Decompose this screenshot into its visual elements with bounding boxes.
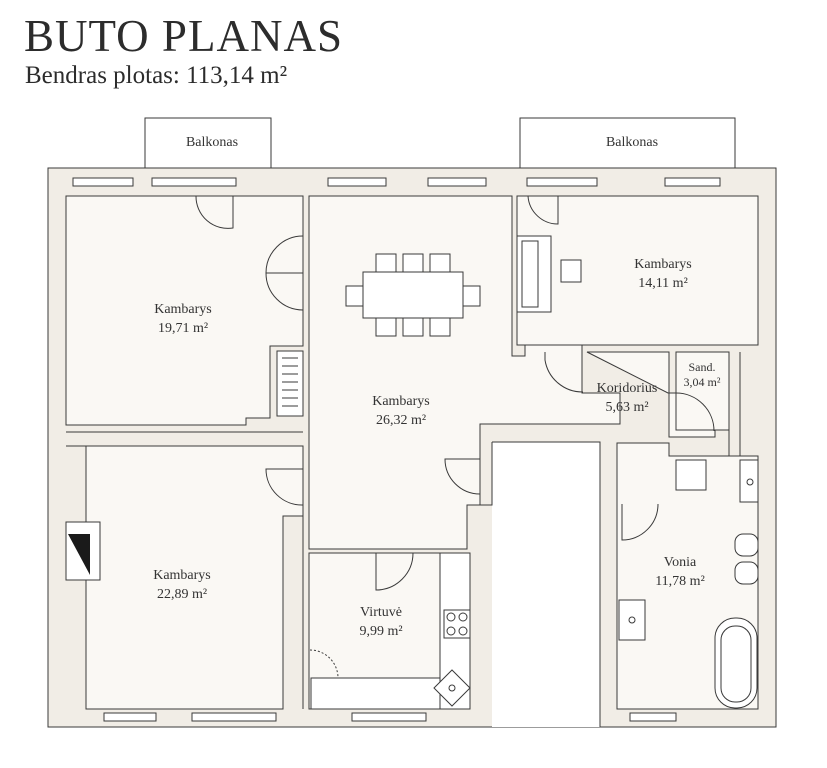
door-9 [375, 552, 414, 591]
window-bottom-2 [191, 712, 277, 722]
window-top-1 [72, 177, 134, 187]
room-6-area: 22,89 m² [157, 587, 207, 602]
room-4-area: 5,63 m² [605, 400, 648, 415]
door-3 [265, 272, 304, 311]
toilet-1 [734, 533, 759, 557]
room-3-name: Kambarys [634, 257, 692, 272]
chair-3 [429, 253, 451, 273]
room-5-name: Sand. [689, 360, 716, 374]
kitchen-fixtures [310, 552, 471, 710]
door-1 [195, 195, 234, 229]
fireplace [65, 521, 101, 581]
window-bottom-4 [629, 712, 677, 722]
stove-burner-3 [446, 626, 456, 636]
room-8-area: 11,78 m² [655, 574, 705, 589]
room-5-area: 3,04 m² [684, 375, 721, 389]
door-5 [527, 195, 559, 225]
window-top-6 [664, 177, 721, 187]
sofa-seat [521, 240, 539, 308]
page-title: BUTO PLANAS [24, 11, 343, 61]
room-6-name: Kambarys [153, 568, 211, 583]
room-1-area: 19,71 m² [158, 321, 208, 336]
window-top-4 [427, 177, 487, 187]
door-7 [675, 392, 715, 432]
room-7-area: 9,99 m² [359, 624, 402, 639]
chair-1 [375, 253, 397, 273]
washbasin-drain [628, 616, 636, 624]
windows-bottom [103, 712, 677, 722]
chair-8 [462, 285, 481, 307]
chair-5 [402, 317, 424, 337]
chair-2 [402, 253, 424, 273]
room-2-area: 26,32 m² [376, 413, 426, 428]
room-7-name: Virtuvė [360, 605, 402, 620]
balcony-left-label: Balkonas [186, 135, 238, 150]
door-6 [544, 352, 584, 393]
kitchen-sink-drain [448, 684, 456, 692]
wc-cabinet [675, 459, 707, 491]
table-top [362, 271, 464, 319]
doors [195, 195, 715, 679]
room-4-name: Koridorius [597, 381, 658, 396]
fireplace-mark [68, 534, 90, 575]
windows-top [72, 177, 721, 187]
chair-4 [375, 317, 397, 337]
window-bottom-1 [103, 712, 157, 722]
washbasin [618, 599, 646, 641]
balcony-right-label: Balkonas [606, 135, 658, 150]
sink-drain [746, 478, 754, 486]
chair-6 [429, 317, 451, 337]
window-top-2 [151, 177, 237, 187]
kitchen-counter-bottom [310, 677, 441, 710]
chair-7 [345, 285, 364, 307]
door-11 [309, 649, 339, 679]
radiator [276, 350, 304, 417]
toilet-2 [734, 561, 759, 585]
total-area: Bendras plotas: 113,14 m² [25, 62, 288, 89]
room-floor-5 [675, 351, 730, 431]
door-4 [265, 468, 304, 506]
radiator-frame [276, 350, 304, 417]
window-bottom-3 [351, 712, 427, 722]
stair-void [492, 442, 600, 727]
radiator-fins [282, 357, 298, 407]
stove-burner-4 [458, 626, 468, 636]
stove-burner-2 [458, 612, 468, 622]
bath-fixtures [618, 459, 759, 709]
dining-table [345, 253, 481, 337]
void-outline [480, 441, 601, 727]
window-top-3 [327, 177, 387, 187]
room-8-name: Vonia [664, 555, 697, 570]
room-1-name: Kambarys [154, 302, 212, 317]
door-2 [265, 235, 304, 274]
door-10 [621, 503, 659, 541]
window-top-5 [526, 177, 598, 187]
sofa [516, 235, 582, 313]
balcony-right [519, 117, 736, 169]
bathtub-inner [720, 625, 752, 703]
armchair [560, 259, 582, 283]
room-2-name: Kambarys [372, 394, 430, 409]
room-3-area: 14,11 m² [638, 276, 688, 291]
door-8 [444, 458, 481, 495]
stove-burner-1 [446, 612, 456, 622]
